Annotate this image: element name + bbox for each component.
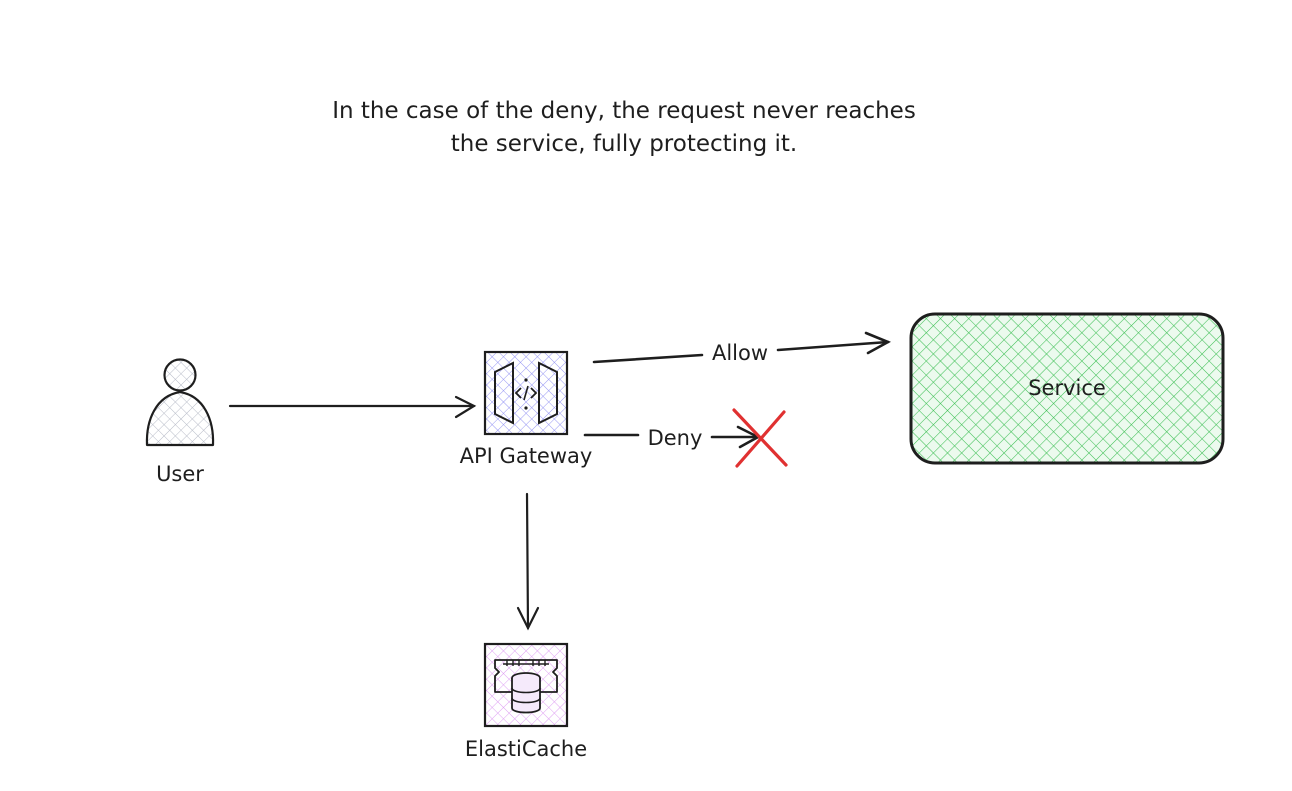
deny-label: Deny [648, 426, 703, 450]
user-label: User [156, 462, 204, 486]
annotation-line-1: In the case of the deny, the request nev… [332, 98, 916, 124]
user-node[interactable]: User [145, 358, 215, 487]
arrow-user-to-gateway [228, 395, 477, 419]
elasticache-label: ElastiCache [465, 737, 587, 761]
user-icon [145, 358, 215, 447]
api-gateway-node[interactable]: API Gateway [460, 350, 593, 468]
arrow-allow [592, 331, 892, 364]
arrow-gateway-to-cache [516, 492, 540, 631]
service-label: Service [1028, 376, 1106, 400]
api-gateway-label: API Gateway [460, 444, 593, 468]
annotation-line-2: the service, fully protecting it. [451, 131, 798, 157]
elasticache-icon [483, 642, 569, 728]
api-gateway-icon [483, 350, 569, 436]
elasticache-node[interactable]: ElastiCache [465, 642, 587, 761]
deny-cross-icon [732, 408, 788, 468]
service-node[interactable]: Service [909, 312, 1225, 465]
allow-label: Allow [712, 341, 768, 365]
